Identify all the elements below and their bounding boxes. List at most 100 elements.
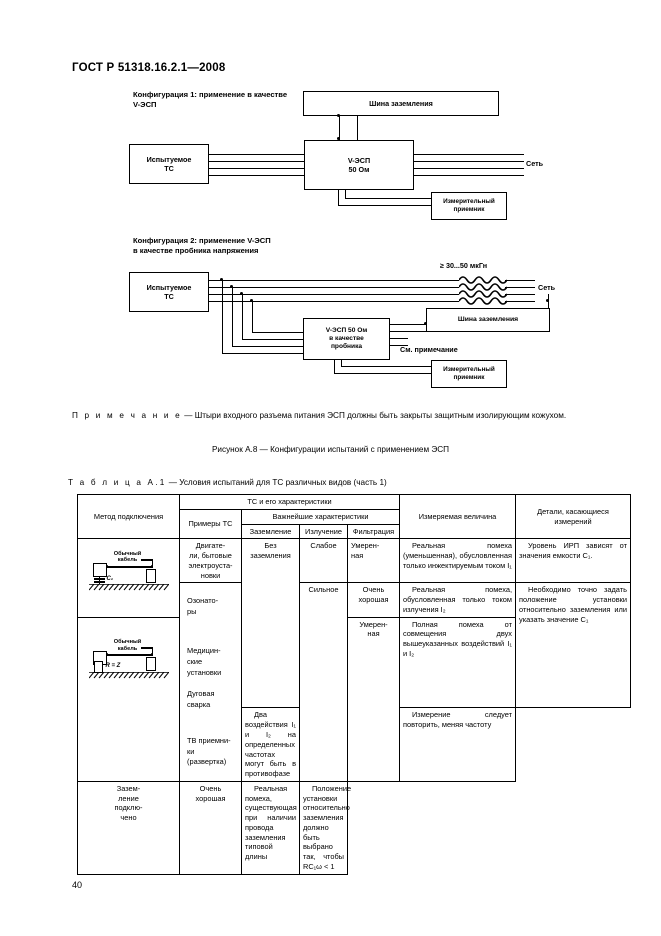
config2-receiver-box: Измерительный приемник — [431, 360, 507, 388]
config1-mains-wire-1 — [414, 154, 524, 156]
config1-mains-wire-4 — [414, 175, 524, 177]
table-row: Зазем- ление подклю- чено Очень хорошая … — [77, 780, 631, 875]
config2-tap-v4 — [252, 301, 254, 333]
config2-tap-v3 — [242, 294, 244, 340]
config2-wire-3b — [505, 294, 535, 296]
details-text-1: Уровень ИРП зависят от значения емкости … — [519, 541, 627, 561]
measured-text-5: Реальная помеха, существующая при наличи… — [245, 783, 297, 862]
header-eut-group: ТС и его характеристики — [179, 494, 400, 510]
config2-wire-3 — [209, 294, 459, 296]
grounding-cell-connected: Зазем- ление подклю- чено — [77, 780, 180, 875]
radiation-cell-strong: Сильное — [299, 582, 348, 782]
measured-cell-4: Два воздействия I₁ и I₂ на определенных … — [241, 707, 300, 782]
diagram1-source-box — [92, 563, 107, 578]
table-caption: Т а б л и ц а А.1 — Условия испытаний дл… — [68, 478, 387, 487]
measured-cell-3: Полная помеха от совмещения двух вышеука… — [399, 616, 516, 709]
config1-bus-wire-2 — [209, 161, 304, 163]
examples-2-line1: Озонато- ры — [187, 596, 219, 616]
config1-receiver-label: Измерительный приемник — [443, 198, 495, 213]
diagram1-cable-wire — [106, 566, 153, 568]
radiation-cell-weak: Слабое — [299, 538, 348, 584]
table-caption-text: — Условия испытаний для ТС различных вид… — [166, 478, 387, 487]
config2-tap-dot-4 — [250, 299, 254, 303]
diagram2-cable-label: Обычный кабель — [113, 639, 142, 652]
config2-tap-h3 — [242, 339, 304, 341]
config2-tap-dot-2 — [230, 285, 234, 289]
config1-dut-label: Испытуемое ТС — [146, 155, 192, 173]
conditions-table: Метод подключения ТС и его характеристик… — [77, 493, 631, 875]
config1-ground-bus-box: Шина заземления — [303, 91, 499, 116]
table-row: Обычный кабель R = Z — [77, 616, 631, 782]
config2-probe-gnd-4 — [390, 345, 408, 347]
examples-2-line2: Медицин- ские установки — [187, 646, 222, 677]
config2-tap-h2 — [232, 346, 304, 348]
figure-a8: Конфигурация 1: применение в качестве V-… — [0, 84, 661, 404]
diagram1-dot-left — [105, 565, 109, 568]
config2-probe-label: V-ЭСП 50 Ом в качестве пробника — [325, 326, 368, 351]
config2-tap-h1 — [222, 353, 304, 355]
header-examples: Примеры ТС — [179, 508, 242, 540]
config1-ground-wire-right — [357, 116, 359, 140]
diagram1-ground-plane-icon — [88, 584, 169, 591]
table-header-row-1: Метод подключения ТС и его характеристик… — [77, 493, 631, 540]
filtration-cell-4: Очень хорошая — [179, 780, 242, 875]
config2-wire-4 — [209, 301, 459, 303]
measured-cell-5: Реальная помеха, существующая при наличи… — [241, 780, 300, 875]
table-caption-prefix: Т а б л и ц а А.1 — [68, 478, 167, 487]
diagram1-load-box — [145, 569, 156, 584]
figure-note: П р и м е ч а н и е — Штыри входного раз… — [72, 410, 590, 423]
config1-bus-wire-3 — [209, 168, 304, 170]
note-dash: — — [181, 411, 195, 420]
config2-recv-wire-2 — [341, 366, 431, 368]
config1-ground-wire-left — [339, 116, 341, 140]
config2-recv-drop-2 — [341, 360, 343, 367]
header-grounding: Заземление — [241, 523, 300, 540]
filtration-cell-2: Очень хорошая — [347, 582, 400, 618]
config1-ground-bus-label: Шина заземления — [369, 99, 433, 108]
config1-recv-wire-1 — [338, 205, 431, 207]
config2-tap-h4 — [252, 332, 304, 334]
note-prefix: П р и м е ч а н и е — [72, 411, 182, 420]
filtration-cell-1: Умерен- ная — [347, 538, 400, 584]
config2-tap-dot-1 — [220, 278, 224, 282]
config2-title: Конфигурация 2: применение V-ЭСП в качес… — [133, 236, 271, 256]
config1-title: Конфигурация 1: применение в качестве V-… — [133, 90, 288, 110]
config2-wire-2b — [505, 287, 535, 289]
diagram1-cap-lead — [98, 577, 100, 585]
method-cell-2: Обычный кабель R = Z — [77, 616, 180, 782]
config1-mains-wire-3 — [414, 168, 524, 170]
connection-diagram-1: Обычный кабель C₁ — [85, 545, 173, 593]
diagram1-cap-plate-1 — [93, 578, 105, 580]
config1-amn-box: V-ЭСП 50 Ом — [304, 140, 414, 190]
table-row: Озонато- ры Медицин- ские установки Дуго… — [78, 582, 631, 782]
header-measured-value: Измеряемая величина — [399, 493, 516, 540]
config2-inductor-label: ≥ 30...50 мкГн — [440, 261, 488, 270]
config2-wire-1 — [209, 280, 459, 282]
grounding-cell-none: Без заземления — [241, 538, 300, 709]
config1-recv-drop-2 — [345, 190, 347, 199]
page-number: 40 — [72, 880, 83, 890]
examples-cell-2: Озонато- ры Медицин- ские установки Дуго… — [179, 582, 242, 782]
config2-gnd-tap — [548, 294, 550, 309]
config2-probe-box: V-ЭСП 50 Ом в качестве пробника — [303, 318, 390, 360]
filtration-cell-3: Умерен- ная — [347, 616, 400, 782]
diagram1-cap-plate-2 — [93, 581, 105, 583]
details-text-4: Измерение следует повторить, меняя часто… — [403, 710, 512, 730]
note-text: Штыри входного разъема питания ЭСП должн… — [194, 411, 567, 420]
config2-see-note-label: См. примечание — [400, 345, 458, 354]
measured-text-4: Два воздействия I₁ и I₂ на определенных … — [245, 710, 296, 779]
examples-cell-1: Двигате- ли, бытовые электроуста- новки — [179, 538, 242, 584]
config2-probe-gnd-3 — [390, 338, 408, 340]
config2-ground-bus-label: Шина заземления — [457, 315, 519, 323]
config2-dut-label: Испытуемое ТС — [146, 283, 192, 301]
config2-gnd-left-dot — [424, 322, 428, 326]
config2-gnd-tap-dot — [546, 299, 550, 303]
diagram2-dot-left — [105, 653, 109, 657]
measured-text-1: Реальная помеха (уменьшенная), обусловле… — [403, 541, 512, 570]
config2-receiver-label: Измерительный приемник — [443, 366, 495, 381]
diagram2-top-arm — [140, 647, 153, 649]
config2-tap-dot-3 — [240, 292, 244, 296]
details-cell-2: Необходимо точно задать положение устано… — [515, 582, 631, 709]
config2-wire-1b — [505, 280, 535, 282]
